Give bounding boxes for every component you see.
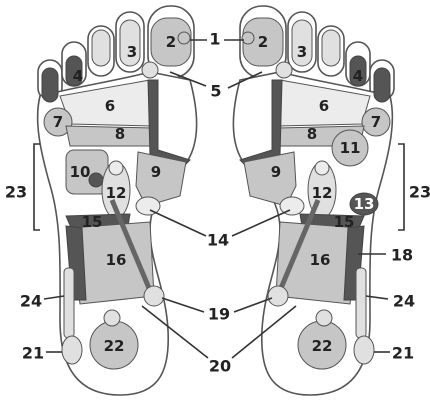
left-label-7: 7 xyxy=(53,113,63,131)
right-zone-12-top xyxy=(315,161,329,175)
right-label-2: 2 xyxy=(258,33,268,51)
right-label-6: 6 xyxy=(319,97,329,115)
left-zone-10-dot xyxy=(89,173,103,187)
right-label-11: 11 xyxy=(340,139,361,157)
right-toe-joint xyxy=(276,62,292,78)
left-zone-12-top xyxy=(109,161,123,175)
left-zone-21 xyxy=(62,336,82,364)
right-zone-4b-fill xyxy=(374,68,390,102)
callout-23-right-bracket xyxy=(398,144,404,230)
callout-23-left-bracket xyxy=(34,144,40,230)
right-label-12: 12 xyxy=(312,184,333,202)
callout-14-leader-left xyxy=(150,210,206,236)
right-label-8: 8 xyxy=(307,125,317,143)
right-label-4: 4 xyxy=(353,67,363,85)
right-zone-19 xyxy=(268,286,288,306)
left-zone-1-point xyxy=(178,32,190,44)
right-zone-24 xyxy=(356,268,366,338)
callout-23-right: 23 xyxy=(409,183,430,202)
left-zone-3-fill xyxy=(92,30,110,66)
left-label-4: 4 xyxy=(73,67,83,85)
right-label-15: 15 xyxy=(334,213,355,231)
left-zone-19 xyxy=(144,286,164,306)
callout-23-left: 23 xyxy=(5,183,27,202)
left-label-2: 2 xyxy=(166,33,176,51)
callout-24-right: 24 xyxy=(393,292,415,311)
callout-21-left: 21 xyxy=(22,344,44,363)
left-label-22: 22 xyxy=(104,337,125,355)
callout-21-right: 21 xyxy=(392,344,414,363)
left-foot: 2 3 4 6 7 8 9 10 12 15 16 22 xyxy=(38,6,197,395)
right-zone-3-fill xyxy=(322,30,340,66)
right-label-22: 22 xyxy=(312,337,333,355)
callout-24-left: 24 xyxy=(20,292,42,311)
left-label-6: 6 xyxy=(105,97,115,115)
callout-19: 19 xyxy=(208,305,230,324)
right-label-3: 3 xyxy=(297,43,307,61)
right-zone-22-top xyxy=(316,310,332,326)
left-zone-24 xyxy=(64,268,74,338)
callout-1: 1 xyxy=(209,30,220,49)
left-zone-4-fill xyxy=(42,68,58,102)
right-label-9: 9 xyxy=(271,163,281,181)
left-label-3: 3 xyxy=(127,43,137,61)
left-label-16: 16 xyxy=(106,251,127,269)
callout-19-leader-left xyxy=(162,298,204,312)
left-label-10: 10 xyxy=(70,163,91,181)
left-label-8: 8 xyxy=(115,125,125,143)
right-zone-21 xyxy=(354,336,374,364)
right-label-16: 16 xyxy=(310,251,331,269)
left-zone-22-top xyxy=(104,310,120,326)
callout-20: 20 xyxy=(209,357,231,376)
right-label-13: 13 xyxy=(354,195,375,213)
callout-18: 18 xyxy=(391,246,413,265)
callout-5: 5 xyxy=(210,82,221,101)
left-label-15: 15 xyxy=(82,213,103,231)
left-zone-8 xyxy=(66,126,152,146)
callout-14: 14 xyxy=(207,231,229,250)
left-toe-joint xyxy=(142,62,158,78)
right-zone-1-point xyxy=(242,32,254,44)
left-label-9: 9 xyxy=(151,163,161,181)
right-label-7: 7 xyxy=(371,113,381,131)
left-label-12: 12 xyxy=(106,184,127,202)
